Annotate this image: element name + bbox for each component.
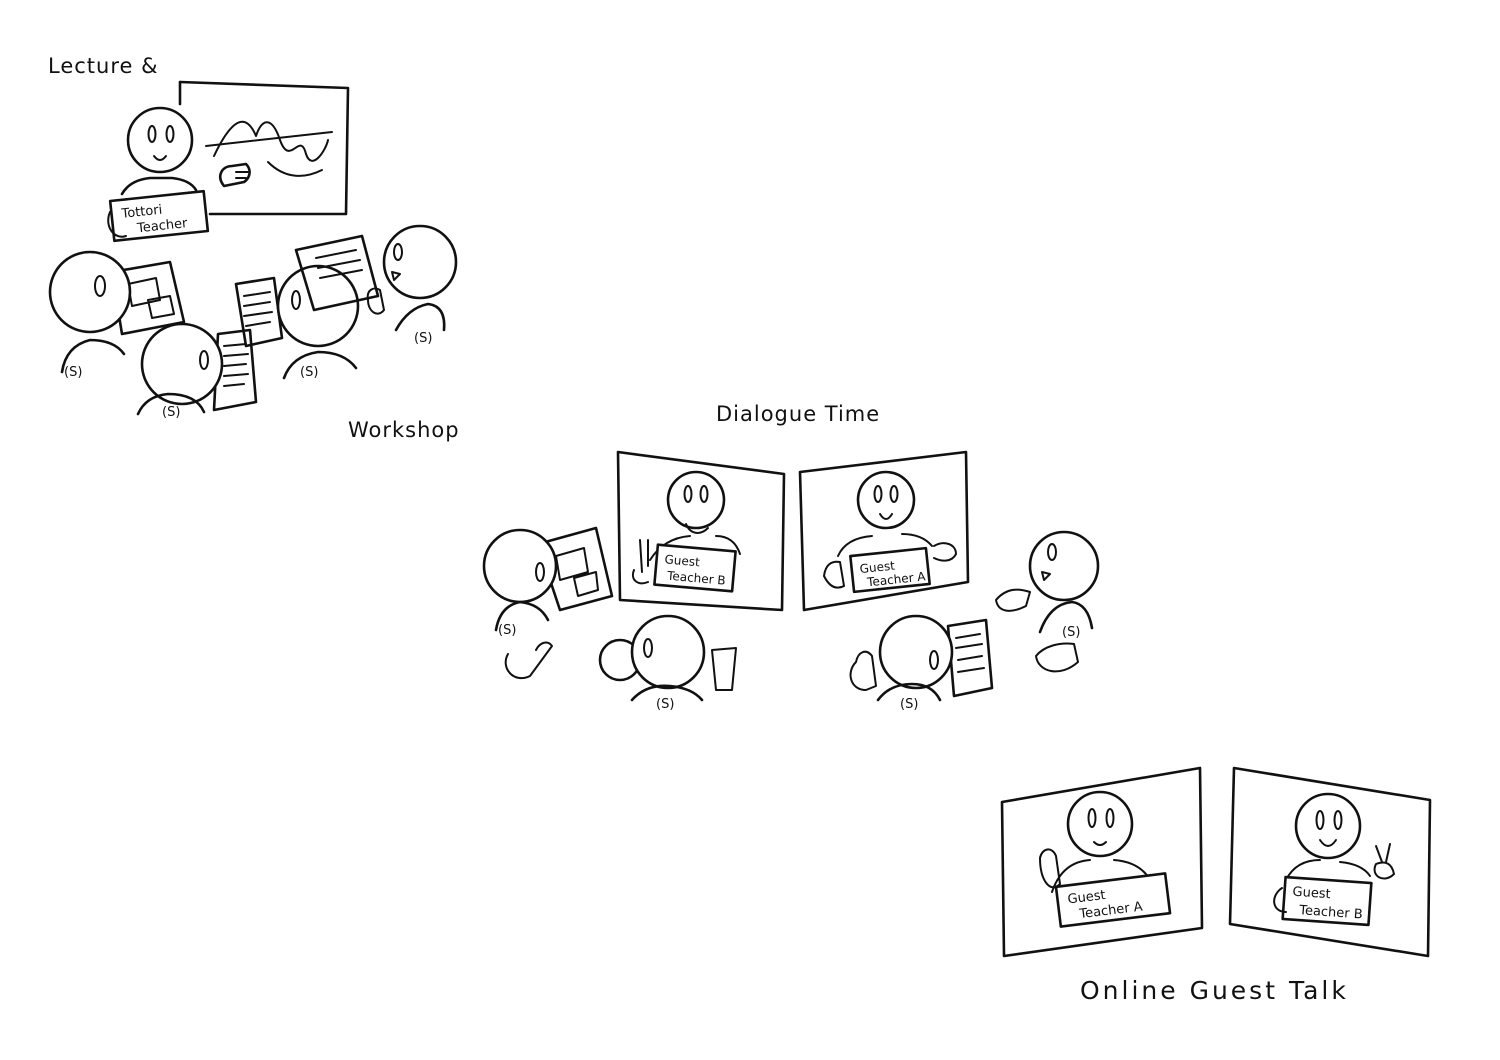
student-badge: (S) — [300, 365, 318, 380]
caption-dialogue-time: Dialogue Time — [716, 402, 881, 426]
tottori-teacher-nameplate: Tottori Teacher — [107, 189, 210, 243]
student-figure: (S) — [995, 530, 1100, 673]
guest-teacher-a-label-line2: Teacher A — [865, 569, 926, 589]
student-figure: (S) — [136, 322, 258, 420]
student-badge: (S) — [656, 697, 674, 712]
student-badge: (S) — [414, 331, 432, 346]
student-figure: (S) — [294, 224, 458, 346]
student-figure: (S) — [48, 250, 186, 380]
student-figure: (S) — [234, 264, 360, 380]
student-badge: (S) — [900, 697, 918, 712]
video-screen-guest-teacher-b: Guest Teacher B — [616, 450, 786, 612]
student-badge: (S) — [162, 405, 180, 420]
online-guest-talk-scene: Guest Teacher A Guest Teacher B — [1000, 766, 1432, 958]
student-figure: (S) — [849, 614, 994, 712]
caption-online-guest-talk: Online Guest Talk — [1080, 976, 1349, 1005]
caption-lecture-line1: Lecture & — [48, 54, 159, 78]
guest-teacher-b-online-label-line2: Teacher B — [1298, 903, 1363, 922]
tottori-teacher-label-line1: Tottori — [120, 203, 163, 222]
lecture-workshop-scene: Tottori Teacher (S) (S) — [48, 80, 458, 420]
guest-teacher-b-label-line2: Teacher B — [666, 569, 727, 588]
student-figure: (S) — [482, 526, 614, 679]
dialogue-time-scene: Guest Teacher B Guest Teacher A — [482, 450, 1100, 712]
student-badge: (S) — [1062, 625, 1080, 640]
caption-lecture-line2: Workshop — [348, 418, 460, 442]
student-figure: (S) — [598, 614, 737, 712]
guest-teacher-a-label-line1: Guest — [859, 558, 896, 576]
video-screen-guest-teacher-a: Guest Teacher A — [798, 450, 970, 612]
guest-teacher-a-online-label-line1: Guest — [1067, 888, 1107, 908]
video-screen-guest-teacher-b-online: Guest Teacher B — [1228, 766, 1432, 958]
tottori-teacher-label-line2: Teacher — [135, 216, 188, 236]
guest-teacher-b-label-line1: Guest — [664, 552, 701, 569]
student-badge: (S) — [498, 623, 516, 638]
presentation-board — [178, 80, 350, 216]
student-badge: (S) — [64, 365, 82, 380]
video-screen-guest-teacher-a-online: Guest Teacher A — [1000, 766, 1204, 958]
tottori-teacher-figure — [120, 106, 251, 196]
guest-teacher-b-online-label-line1: Guest — [1292, 885, 1331, 903]
